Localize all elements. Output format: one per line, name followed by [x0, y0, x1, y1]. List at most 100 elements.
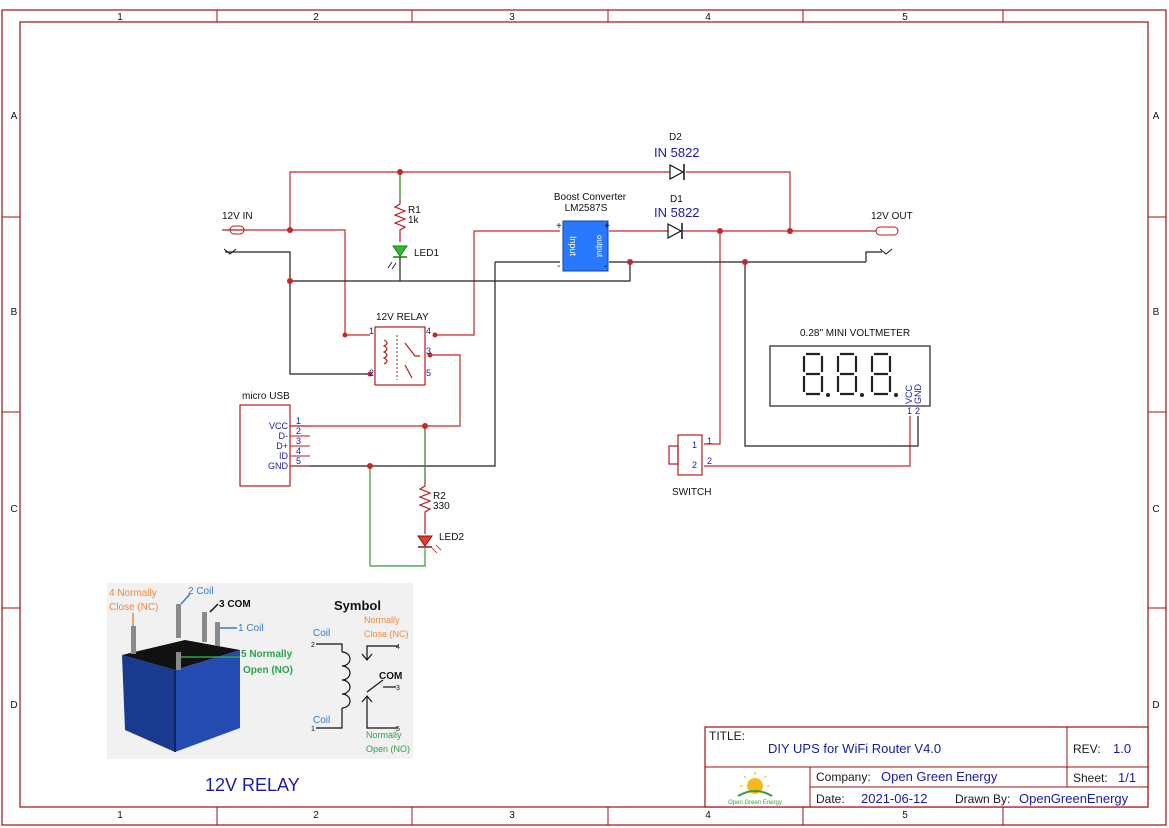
symbol-nc-line1: Normally [364, 615, 400, 625]
symbol-pin: 2 [311, 642, 315, 649]
photo-nc-line2: Close (NC) [109, 602, 158, 613]
symbol-pin: 3 [396, 685, 400, 692]
row-label: B [1153, 307, 1160, 318]
relay-pin-1: 1 [369, 326, 374, 336]
voltmeter-pin-gnd: GND [913, 384, 923, 405]
col-label: 2 [313, 810, 319, 821]
input-connector-label: 12V IN [222, 211, 253, 222]
relay-photo [122, 604, 240, 752]
sheet-value: 1/1 [1118, 770, 1136, 785]
usb-pin-dminus: D- [279, 431, 289, 441]
usb-pin-vcc: VCC [269, 421, 289, 431]
photo-no-line1: 5 Normally [241, 649, 293, 660]
led2-label: LED2 [439, 532, 464, 543]
switch-pin-num-2: 2 [707, 456, 712, 466]
symbol-no-line1: Normally [366, 730, 402, 740]
col-label: 5 [902, 810, 908, 821]
sheet-key: Sheet: [1073, 771, 1108, 785]
relay-k1: 12V RELAY 1 2 3 4 5 [369, 312, 431, 386]
symbol-pin: 1 [311, 726, 315, 733]
boost-output-text: output [595, 235, 604, 258]
row-label: C [1152, 504, 1159, 515]
output-connector-label: 12V OUT [871, 211, 913, 222]
boost-plus-in: + [556, 221, 562, 232]
photo-coil1: 1 Coil [238, 623, 264, 634]
diode-d1: D1 IN 5822 [654, 194, 700, 240]
junction-dots [287, 169, 793, 469]
d2-part: IN 5822 [654, 145, 700, 160]
boost-minus-in: - [557, 261, 560, 272]
relay-symbol-drawing [316, 643, 398, 729]
usb-pin-gnd: GND [268, 461, 289, 471]
voltmeter-pin-num: 2 [915, 406, 920, 416]
switch-label: SWITCH [672, 487, 711, 498]
relay-pin-2: 2 [369, 368, 374, 378]
col-label: 1 [117, 810, 123, 821]
boost-plus-out: + [604, 221, 610, 232]
mini-voltmeter: 0.28" MINI VOLTMETER VCC GND 1 2 [769, 328, 931, 416]
usb-pin-num: 3 [296, 436, 301, 446]
col-label: 4 [705, 810, 711, 821]
micro-usb-connector: micro USB VCC D- D+ ID GND 1 2 3 4 5 [239, 391, 310, 487]
usb-pin-num: 2 [296, 426, 301, 436]
r2-ref: R2 [433, 491, 446, 502]
usb-pin-num: 4 [296, 446, 301, 456]
black-wires [225, 251, 919, 467]
company-logo: Open Green Energy [728, 772, 782, 806]
symbol-title: Symbol [334, 598, 381, 613]
photo-coil2: 2 Coil [188, 586, 214, 597]
row-label: A [11, 111, 18, 122]
symbol-coil-bottom: Coil [313, 715, 330, 726]
relay-label: 12V RELAY [376, 312, 429, 323]
date-value: 2021-06-12 [861, 791, 928, 806]
d1-ref: D1 [670, 194, 683, 205]
voltmeter-pin-vcc: VCC [904, 384, 914, 404]
usb-pin-dplus: D+ [276, 441, 288, 451]
relay-pin-5: 5 [426, 368, 431, 378]
r1-ref: R1 [408, 205, 421, 216]
drawn-key: Drawn By: [955, 792, 1010, 806]
led1-label: LED1 [414, 248, 439, 259]
photo-no-line2: Open (NO) [243, 665, 293, 676]
seven-segment-digits [802, 352, 898, 397]
green-wires [369, 172, 426, 567]
voltmeter-pin-num: 1 [907, 406, 912, 416]
r2-value: 330 [433, 501, 450, 512]
symbol-no-line2: Open (NO) [366, 744, 410, 754]
col-label: 5 [902, 12, 908, 23]
rev-key: REV: [1073, 742, 1101, 756]
voltmeter-label: 0.28" MINI VOLTMETER [800, 328, 910, 339]
photo-nc-line1: 4 Normally [109, 588, 157, 599]
col-label: 3 [509, 12, 515, 23]
usb-pin-id: ID [279, 451, 289, 461]
d2-ref: D2 [669, 132, 682, 143]
symbol-coil-top: Coil [313, 628, 330, 639]
drawing-frame: 1 2 3 4 5 1 2 3 4 5 A B C D A B C D [1, 9, 1167, 826]
col-label: 3 [509, 810, 515, 821]
led2: LED2 [417, 532, 464, 554]
logo-text: Open Green Energy [728, 800, 782, 806]
boost-label-2: LM2587S [565, 203, 608, 214]
usb-pin-num: 1 [296, 416, 301, 426]
switch: 1 2 1 2 SWITCH [668, 434, 712, 498]
col-label: 4 [705, 12, 711, 23]
row-label: D [10, 700, 17, 711]
col-label: 2 [313, 12, 319, 23]
boost-label-1: Boost Converter [554, 192, 627, 203]
input-connector: 12V IN [222, 211, 253, 255]
relay-caption: 12V RELAY [205, 775, 300, 795]
d1-part: IN 5822 [654, 205, 700, 220]
led1: LED1 [387, 245, 439, 281]
resistor-r2: R2 330 [418, 482, 450, 534]
switch-pin-num-1: 1 [707, 436, 712, 446]
rev-value: 1.0 [1113, 741, 1131, 756]
relay-pin-3: 3 [426, 346, 431, 356]
row-label: D [1152, 700, 1159, 711]
col-label: 1 [117, 12, 123, 23]
output-connector: 12V OUT [871, 211, 913, 255]
row-label: B [11, 307, 18, 318]
symbol-nc-line2: Close (NC) [364, 629, 409, 639]
company-key: Company: [816, 770, 871, 784]
photo-com: 3 COM [219, 599, 251, 610]
